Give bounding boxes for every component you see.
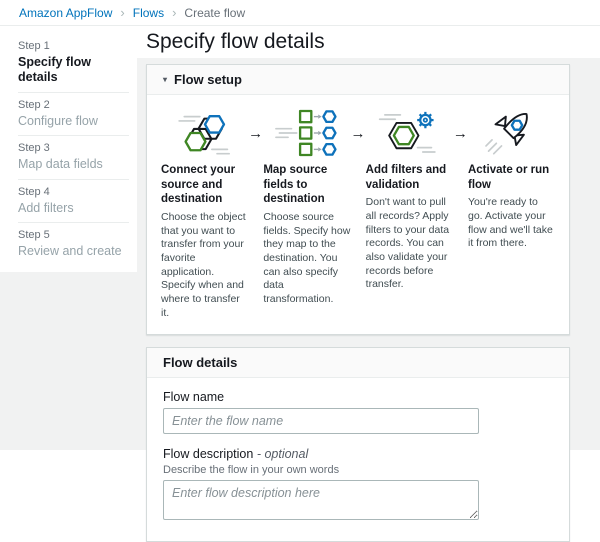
- step-number: Step 5: [18, 229, 50, 242]
- rocket-icon: [468, 107, 555, 159]
- setup-col-title: Activate or run flow: [467, 164, 550, 191]
- setup-step-activate: Activate or run flow You're ready to go.…: [468, 107, 555, 320]
- main-content: Specify flow details ▾ Flow setup: [146, 30, 570, 542]
- filters-validation-icon: [366, 107, 453, 159]
- breadcrumb-current: Create flow: [184, 5, 246, 20]
- flow-name-label: Flow name: [163, 390, 225, 405]
- flow-details-title: Flow details: [163, 355, 238, 371]
- flow-description-label: Flow description - optional: [163, 447, 553, 461]
- flow-setup-header[interactable]: ▾ Flow setup: [147, 65, 569, 95]
- optional-suffix: - optional: [256, 447, 309, 462]
- step-title: Review and create: [18, 243, 122, 258]
- arrow-right-icon: →: [452, 125, 468, 142]
- step-number: Step 4: [18, 185, 50, 198]
- step-number: Step 2: [18, 99, 50, 111]
- setup-step-filters: Add filters and validation Don't want to…: [366, 107, 453, 320]
- setup-step-connect: Connect your source and destination Choo…: [161, 107, 248, 320]
- arrow-right-icon: →: [350, 125, 366, 142]
- arrow-right-icon: →: [248, 125, 264, 142]
- flow-description-field-group: Flow description - optional Describe the…: [163, 447, 553, 525]
- breadcrumb-separator-icon: ›: [120, 5, 125, 20]
- step-title: Configure flow: [18, 113, 98, 128]
- step-item-4[interactable]: Step 4 Add filters: [18, 178, 129, 222]
- step-title: Map data fields: [18, 157, 103, 172]
- step-title: Specify flow details: [18, 54, 91, 85]
- flow-details-form: Flow name Flow description - optional De…: [147, 378, 569, 541]
- map-fields-icon: [263, 107, 350, 159]
- flow-details-panel: Flow details Flow name Flow description …: [146, 347, 570, 542]
- step-item-3[interactable]: Step 3 Map data fields: [18, 135, 129, 178]
- step-number: Step 1: [18, 40, 50, 52]
- flow-details-header: Flow details: [147, 348, 569, 379]
- breadcrumb-separator-icon: ›: [172, 5, 177, 20]
- step-title: Add filters: [18, 200, 74, 215]
- setup-col-body: Don't want to pull all records? Apply fi…: [365, 196, 450, 291]
- step-item-2[interactable]: Step 2 Configure flow: [18, 92, 129, 135]
- setup-col-title: Add filters and validation: [365, 164, 447, 191]
- flow-description-label-text: Flow description: [163, 447, 254, 462]
- step-item-5[interactable]: Step 5 Review and create: [18, 222, 129, 265]
- flow-description-hint: Describe the flow in your own words: [163, 464, 340, 477]
- step-number: Step 3: [18, 142, 50, 155]
- flow-name-field-group: Flow name: [163, 390, 553, 435]
- setup-step-map: Map source fields to destination Choose …: [263, 107, 350, 320]
- breadcrumb: Amazon AppFlow › Flows › Create flow: [0, 0, 600, 26]
- page-title: Specify flow details: [146, 30, 325, 53]
- flow-setup-body: Connect your source and destination Choo…: [147, 95, 569, 334]
- setup-col-body: You're ready to go. Activate your flow a…: [467, 196, 553, 250]
- setup-col-title: Connect your source and destination: [161, 164, 236, 206]
- breadcrumb-link-flows[interactable]: Flows: [132, 5, 165, 20]
- flow-setup-panel: ▾ Flow setup Connect you: [146, 64, 570, 336]
- flow-name-input[interactable]: [163, 408, 479, 435]
- wizard-steps-nav: Step 1 Specify flow details Step 2 Confi…: [0, 26, 137, 272]
- step-item-1[interactable]: Step 1 Specify flow details: [18, 34, 129, 92]
- setup-col-body: Choose the object that you want to trans…: [161, 211, 246, 319]
- flow-description-textarea[interactable]: [163, 480, 479, 521]
- source-destination-icon: [161, 107, 248, 159]
- collapse-triangle-icon: ▾: [163, 75, 168, 84]
- setup-col-title: Map source fields to destination: [263, 164, 328, 206]
- flow-setup-title: Flow setup: [174, 72, 242, 87]
- breadcrumb-link-appflow[interactable]: Amazon AppFlow: [19, 5, 113, 20]
- setup-col-body: Choose source fields. Specify how they m…: [263, 211, 351, 305]
